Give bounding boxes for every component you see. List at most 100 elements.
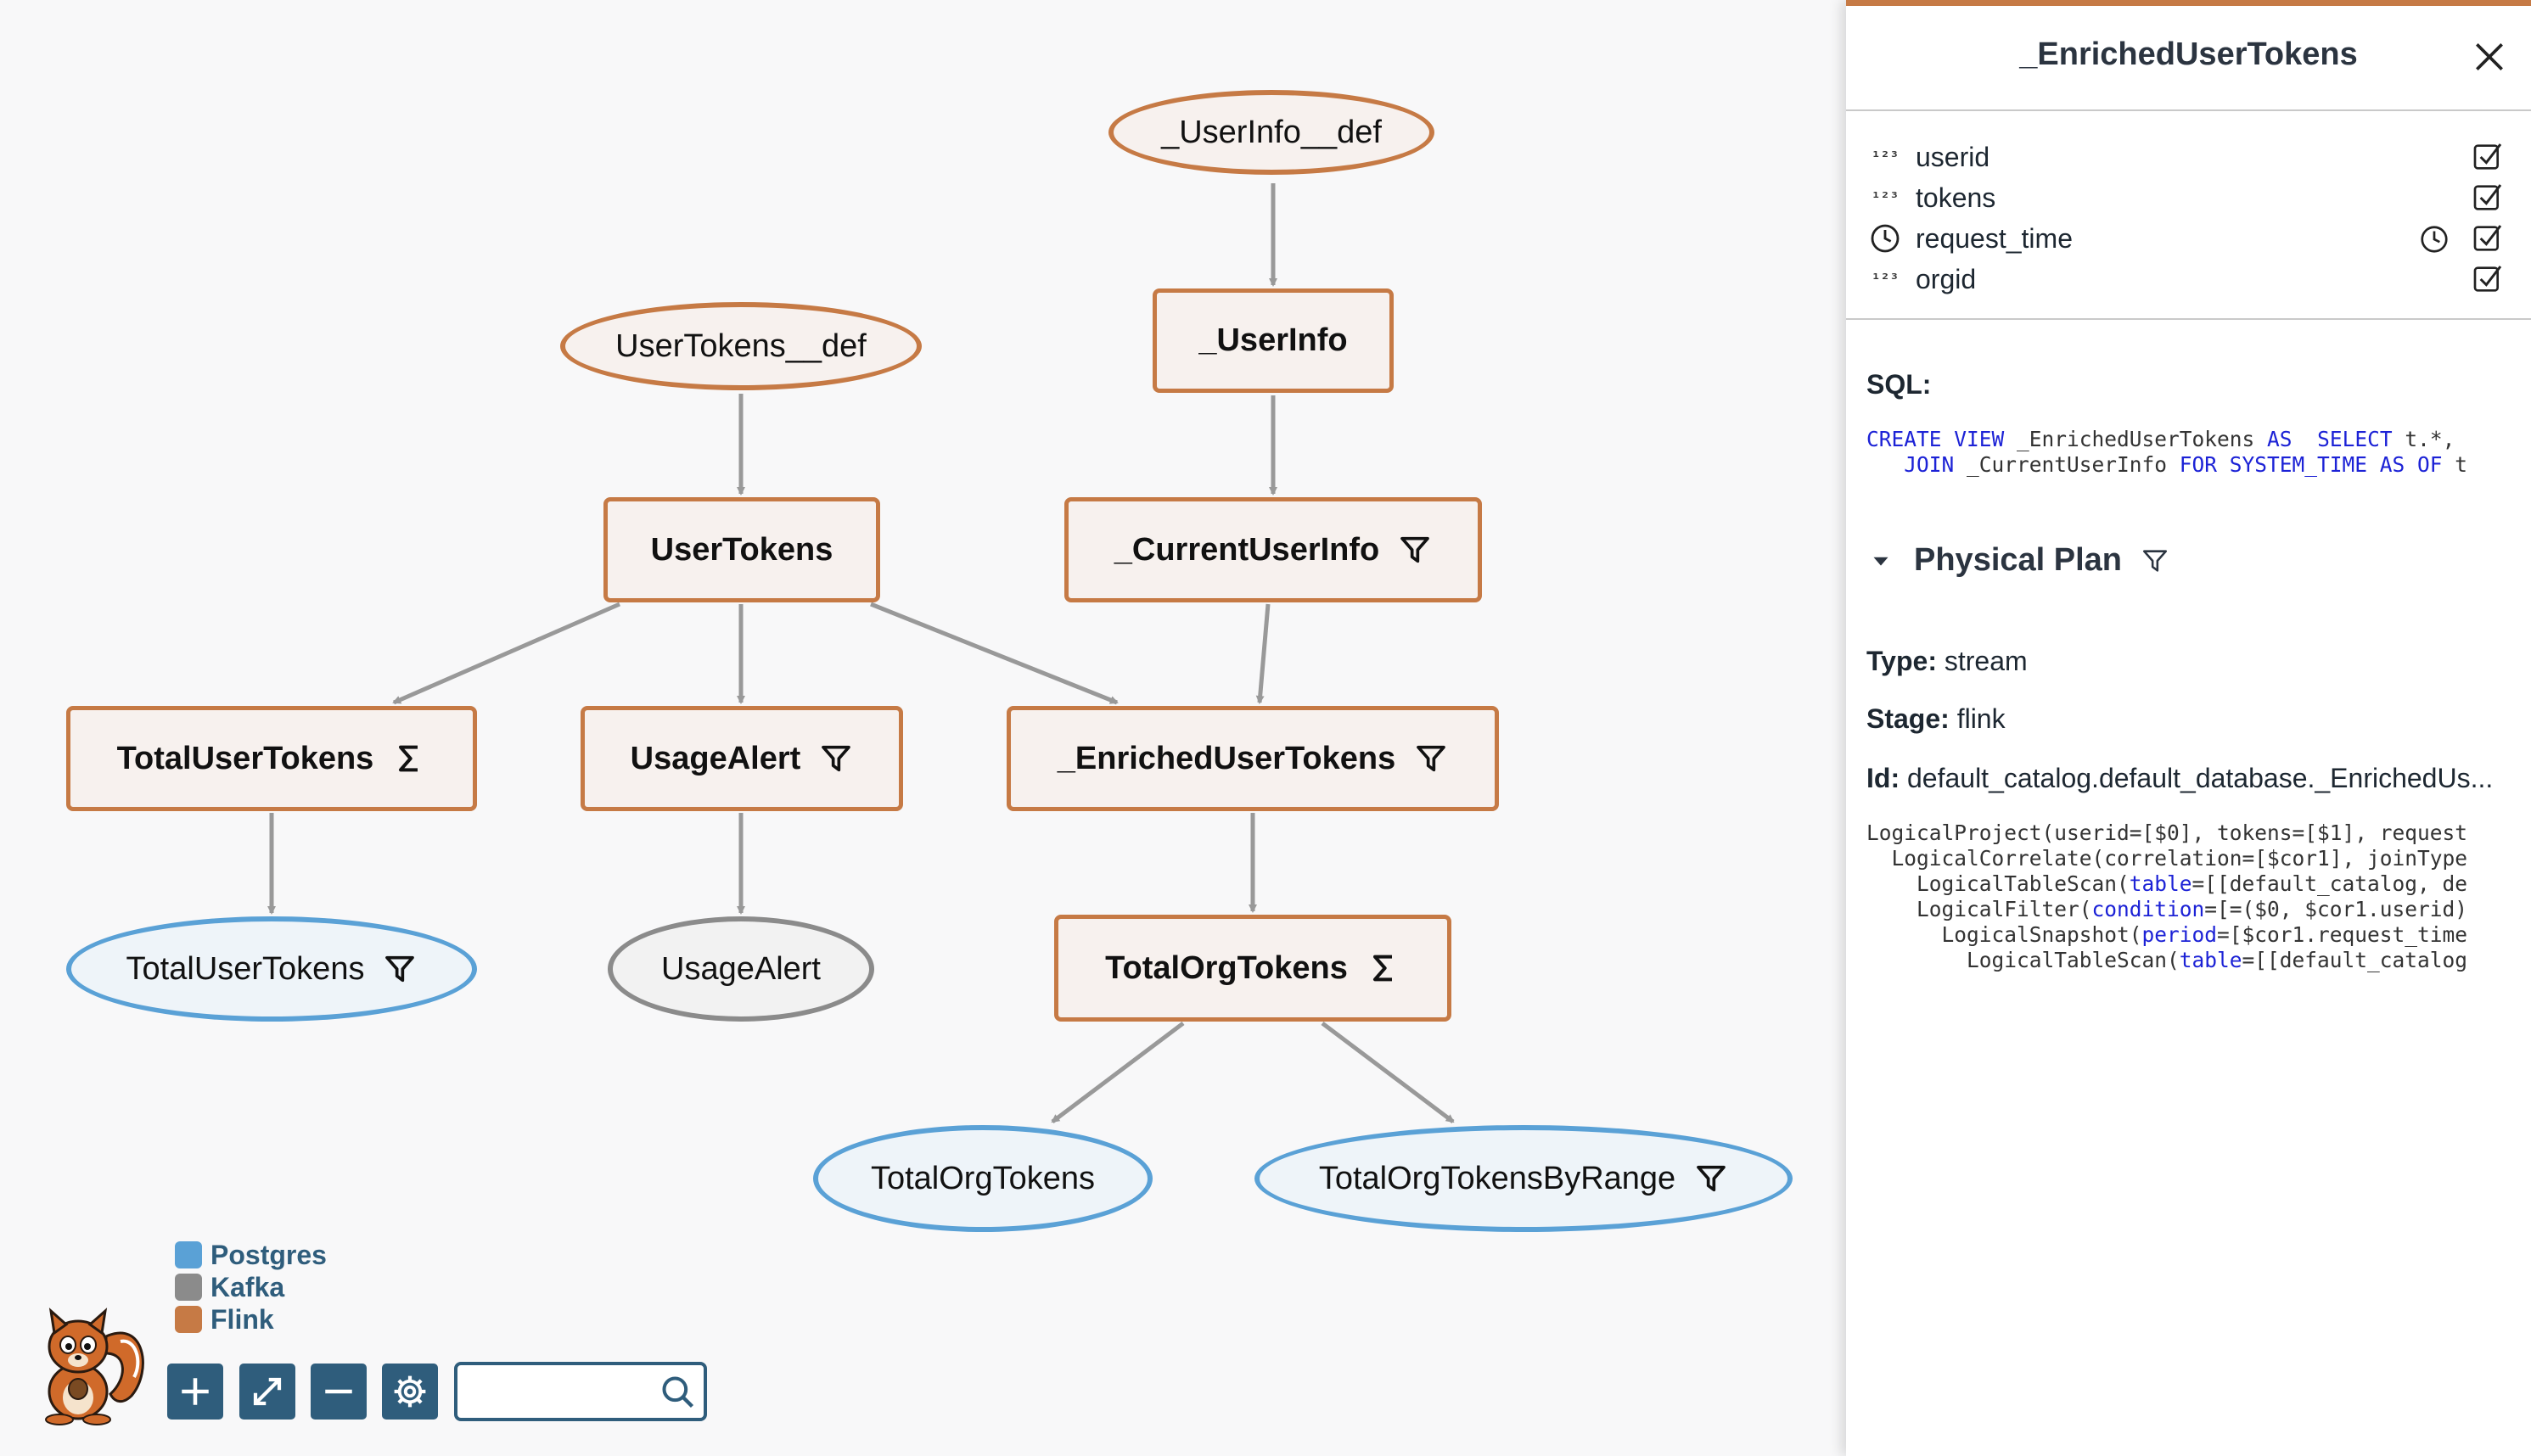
node-userinfo[interactable]: _UserInfo	[1153, 288, 1394, 393]
sql-line: JOIN _CurrentUserInfo FOR SYSTEM_TIME AS…	[1866, 452, 2467, 478]
field-name: request_time	[1916, 223, 2073, 254]
code-text: LogicalTableScan(	[1866, 948, 2180, 972]
zoom-out-button[interactable]	[311, 1364, 367, 1420]
minus-icon	[325, 1389, 352, 1394]
expand-icon	[253, 1377, 282, 1406]
legend-swatch	[175, 1274, 202, 1301]
number-type-icon: ¹²³	[1871, 188, 1900, 207]
node-label: _CurrentUserInfo	[1114, 531, 1380, 568]
field-row-request-time: request_time	[1846, 218, 2531, 259]
code-text: LogicalSnapshot(	[1866, 922, 2142, 947]
code-text: =[$cor1.request_time	[2217, 922, 2468, 947]
plan-type-value: stream	[1944, 646, 2028, 676]
node-label: _EnrichedUserTokens	[1057, 740, 1396, 776]
field-row-orgid: ¹²³ orgid	[1846, 259, 2531, 300]
edge-currentuserinfo-to-enrichedusertokens	[1255, 603, 1271, 704]
plan-line: LogicalProject(userid=[$0], tokens=[$1],…	[1866, 820, 2467, 846]
code-text	[2292, 427, 2318, 451]
filter-icon	[1694, 1162, 1728, 1196]
code-keyword: FOR SYSTEM_TIME AS OF	[2179, 452, 2443, 477]
legend-item-postgres: Postgres	[175, 1239, 327, 1271]
graph-canvas[interactable]: _UserInfo__def UserTokens__def _UserInfo…	[0, 0, 1846, 1456]
edge-usertokens-to-enrichedusertokens	[870, 602, 1119, 705]
checkbox-checked-icon[interactable]	[2471, 221, 2505, 255]
checkbox-checked-icon[interactable]	[2471, 262, 2505, 296]
sigma-icon	[392, 742, 426, 776]
node-label: _UserInfo	[1198, 322, 1348, 358]
filter-icon	[819, 742, 853, 776]
settings-button[interactable]	[382, 1364, 438, 1420]
sigma-icon	[1367, 951, 1400, 985]
edge-usertokens-to-totalusertokens	[392, 602, 620, 705]
legend-label: Postgres	[210, 1239, 327, 1270]
code-keyword: AS	[2267, 427, 2292, 451]
node-totalorgtokens-postgres[interactable]: TotalOrgTokens	[813, 1125, 1153, 1232]
plan-id-value: default_catalog.default_database._Enrich…	[1906, 763, 2494, 793]
plan-id: Id: default_catalog.default_database._En…	[1866, 763, 2494, 793]
legend-label: Kafka	[210, 1271, 285, 1302]
details-panel: _EnrichedUserTokens ¹²³ userid ¹²³ token…	[1846, 0, 2531, 1456]
filter-icon	[1414, 742, 1448, 776]
legend-item-flink: Flink	[175, 1303, 327, 1336]
edge-totalorgtokens-to-totalorgtokens_pg	[1051, 1022, 1185, 1123]
edge-totalorgtokens-to-totalorgtokensbyrange_pg	[1321, 1022, 1455, 1123]
code-text: _EnrichedUserTokens	[2004, 427, 2268, 451]
node-label: UserTokens__def	[615, 328, 867, 364]
node-enrichedusertokens[interactable]: _EnrichedUserTokens	[1007, 706, 1499, 811]
code-text: t.*,	[2392, 427, 2455, 451]
squirrel-mascot-logo	[45, 1308, 144, 1425]
zoom-in-button[interactable]	[167, 1364, 223, 1420]
node-usertokens-def[interactable]: UserTokens__def	[560, 302, 922, 390]
search-input[interactable]	[468, 1372, 658, 1413]
filter-icon	[1398, 533, 1432, 567]
field-name: orgid	[1916, 264, 1977, 294]
divider	[1846, 318, 2531, 320]
node-currentuserinfo[interactable]: _CurrentUserInfo	[1064, 497, 1482, 602]
search-icon[interactable]	[659, 1374, 697, 1411]
code-text: _CurrentUserInfo	[1954, 452, 2180, 477]
sql-line: CREATE VIEW _EnrichedUserTokens AS SELEC…	[1866, 427, 2467, 452]
field-row-userid: ¹²³ userid	[1846, 137, 2531, 177]
node-usagealert[interactable]: UsageAlert	[581, 706, 903, 811]
node-label: TotalOrgTokens	[870, 1160, 1095, 1196]
number-type-icon: ¹²³	[1871, 270, 1900, 288]
code-text: LogicalCorrelate(correlation=[$cor1], jo…	[1866, 846, 2468, 871]
node-label: UserTokens	[650, 531, 833, 568]
node-label: TotalUserTokens	[126, 950, 365, 987]
node-usertokens[interactable]: UserTokens	[603, 497, 880, 602]
physical-plan-toggle[interactable]: Physical Plan	[1866, 542, 2169, 579]
checkbox-checked-icon[interactable]	[2471, 140, 2505, 174]
filter-icon	[2142, 549, 2168, 572]
code-keyword: period	[2141, 922, 2218, 947]
node-totalusertokens[interactable]: TotalUserTokens	[66, 706, 477, 811]
node-label: UsageAlert	[661, 950, 821, 987]
sql-code-block: CREATE VIEW _EnrichedUserTokens AS SELEC…	[1866, 427, 2467, 478]
code-text: LogicalProject(userid=[$0], tokens=[$1],…	[1866, 820, 2468, 845]
code-keyword: table	[2179, 948, 2242, 972]
plan-line: LogicalCorrelate(correlation=[$cor1], jo…	[1866, 846, 2468, 871]
search-box[interactable]	[454, 1362, 707, 1421]
node-label: TotalOrgTokensByRange	[1318, 1160, 1676, 1196]
close-icon[interactable]	[2471, 38, 2508, 76]
node-totalorgtokensbyrange-postgres[interactable]: TotalOrgTokensByRange	[1254, 1125, 1793, 1232]
plan-type: Type: stream	[1866, 646, 2028, 676]
code-text: =[[default_catalog, de	[2191, 871, 2468, 896]
legend-swatch	[175, 1241, 202, 1268]
node-userinfo-def[interactable]: _UserInfo__def	[1108, 90, 1434, 175]
plan-line: LogicalTableScan(table=[[default_catalog…	[1866, 871, 2467, 897]
legend: Postgres Kafka Flink	[175, 1239, 327, 1336]
legend-label: Flink	[210, 1303, 274, 1335]
time-attribute-clock-icon	[2421, 226, 2448, 253]
node-totalorgtokens[interactable]: TotalOrgTokens	[1054, 915, 1451, 1022]
checkbox-checked-icon[interactable]	[2471, 181, 2505, 215]
gear-icon	[394, 1375, 426, 1408]
node-totalusertokens-postgres[interactable]: TotalUserTokens	[66, 916, 477, 1022]
fit-view-button[interactable]	[239, 1364, 295, 1420]
node-label: TotalOrgTokens	[1105, 949, 1348, 986]
clock-type-icon	[1868, 224, 1902, 253]
code-text: LogicalTableScan(	[1866, 871, 2130, 896]
code-keyword: SELECT	[2317, 427, 2393, 451]
node-usagealert-kafka[interactable]: UsageAlert	[608, 916, 874, 1022]
caret-down-icon[interactable]	[1866, 546, 1895, 575]
legend-swatch	[175, 1306, 202, 1333]
